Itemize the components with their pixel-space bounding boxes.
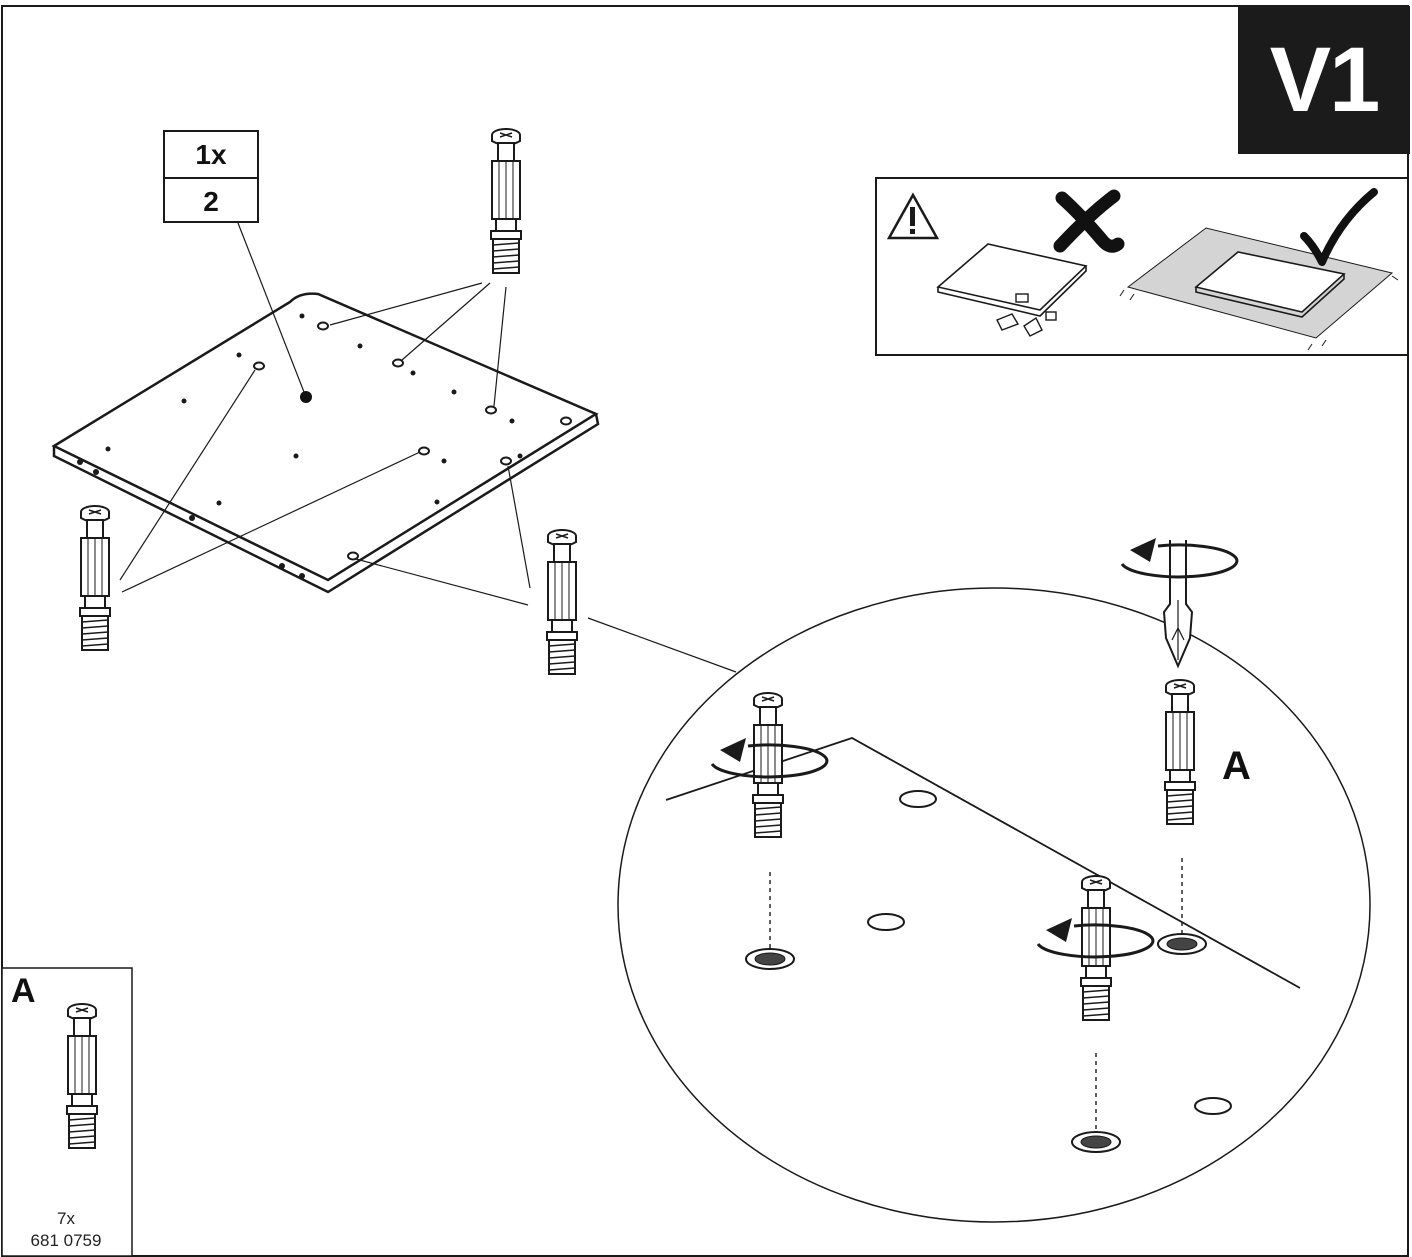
legend-article-number: 681 0759 <box>30 1231 102 1250</box>
warning-panel <box>875 177 1409 356</box>
quantity-part-number: 2 <box>165 177 257 224</box>
screwdriver-icon <box>1162 540 1194 669</box>
cam-dowel-left <box>79 505 111 651</box>
cam-dowel-top <box>490 128 522 274</box>
parts-legend <box>1 967 133 1257</box>
warning-triangle-icon <box>886 192 940 240</box>
page-frame <box>1 5 1409 1257</box>
panel-on-bare-floor <box>936 243 1088 337</box>
panel-on-protective-mat <box>1119 227 1399 351</box>
legend-quantity: 7x <box>57 1209 75 1228</box>
marked-hole <box>300 391 312 403</box>
shelf-panel <box>51 292 600 594</box>
detail-circle <box>617 587 1371 1223</box>
callout-part-letter: A <box>1222 744 1251 788</box>
legend-part-letter: A <box>11 972 36 1010</box>
step-badge: V1 <box>1238 6 1410 154</box>
quantity-count: 1x <box>195 138 227 170</box>
check-icon <box>1300 188 1378 266</box>
cross-icon <box>1053 189 1125 253</box>
legend-quantity-block: 7x 681 0759 <box>2 1208 130 1252</box>
cam-dowel-right <box>546 529 578 675</box>
quantity-box: 1x 2 <box>163 130 259 223</box>
leader-lines <box>119 222 737 673</box>
